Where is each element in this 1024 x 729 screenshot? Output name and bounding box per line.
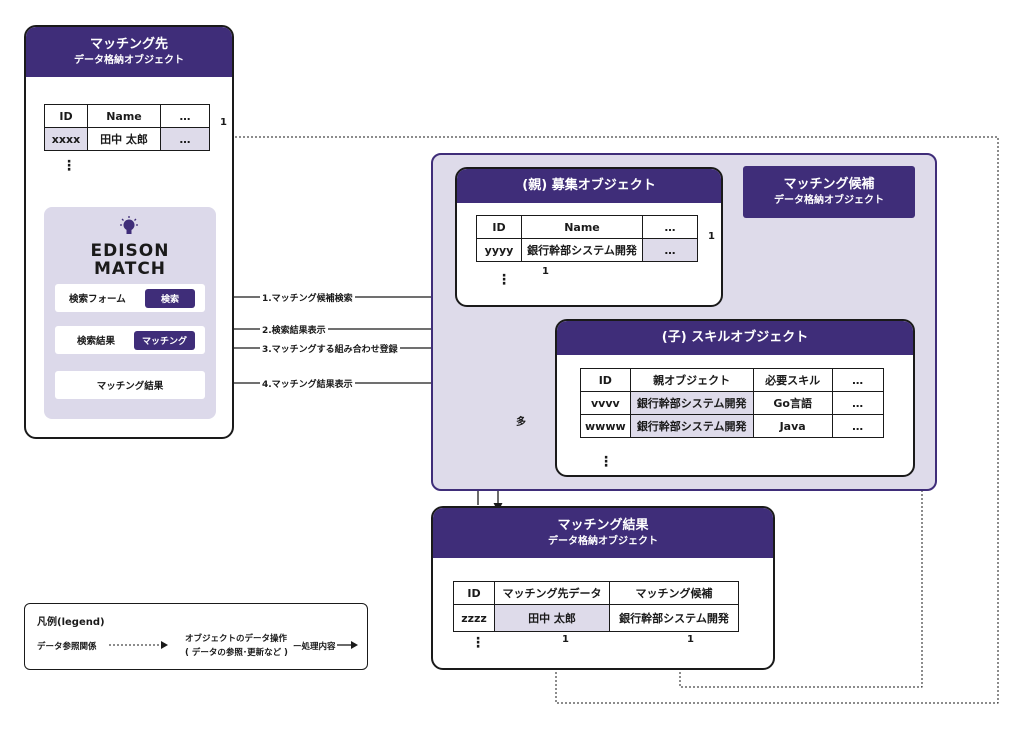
search-button[interactable]: 検索 (144, 288, 195, 308)
lightbulb-icon (118, 215, 140, 237)
table-header: マッチング先データ (494, 581, 610, 605)
recruit-object-table: ID Name … yyyy 銀行幹部システム開発 … (476, 215, 698, 262)
cardinality-one: 1 (562, 634, 569, 645)
table-cell: … (160, 127, 210, 151)
ref-line-target (214, 133, 999, 704)
table-cell: yyyy (476, 238, 522, 262)
logo-line1: EDISON (90, 241, 170, 261)
more-rows-indicator: ⋮ (62, 158, 76, 174)
candidate-group-subtitle: データ格納オブジェクト (774, 195, 884, 207)
arrow-4-label: 4.マッチング結果表示 (260, 377, 355, 390)
legend-data-ref: データ参照関係 (37, 642, 97, 652)
table-header: ID (580, 368, 631, 392)
search-form[interactable]: 検索フォーム 検索 (55, 284, 205, 312)
table-header: Name (521, 215, 643, 239)
table-cell: vvvv (580, 391, 631, 415)
skill-object-header: (子) スキルオブジェクト (557, 321, 913, 355)
table-cell: Java (752, 414, 833, 438)
table-header: 必要スキル (752, 368, 833, 392)
table-cell: 田中 太郎 (87, 127, 161, 151)
table-cell: wwww (580, 414, 631, 438)
arrow-2-label: 2.検索結果表示 (260, 323, 328, 336)
legend-box: 凡例(legend) データ参照関係 オブジェクトのデータ操作 ( データの参照… (24, 603, 368, 670)
recruit-object-card: (親) 募集オブジェクト ID Name … yyyy 銀行幹部システム開発 …… (455, 167, 723, 307)
legend-solid-arrow (337, 641, 358, 649)
table-header: Name (87, 104, 161, 128)
table-header: ID (476, 215, 522, 239)
matching-result-title: マッチング結果 (557, 518, 649, 534)
more-rows-indicator: ⋮ (497, 272, 511, 288)
app-panel: EDISON MATCH 検索フォーム 検索 検索結果 マッチング マッチング結… (44, 207, 216, 419)
skill-object-table: ID 親オブジェクト 必要スキル … vvvv 銀行幹部システム開発 Go言語 … (580, 368, 884, 438)
table-header: マッチング候補 (609, 581, 739, 605)
legend-dotted-arrow (109, 641, 168, 649)
matching-result-label: マッチング結果 (96, 381, 164, 392)
table-cell: zzzz (453, 604, 495, 632)
table-cell: 銀行幹部システム開発 (609, 604, 739, 632)
matching-target-subtitle: データ格納オブジェクト (74, 55, 184, 67)
legend-title: 凡例(legend) (37, 617, 105, 628)
cardinality-many: 多 (516, 417, 526, 428)
cardinality-one: 1 (542, 266, 549, 277)
cardinality-one: 1 (708, 231, 715, 242)
table-cell: 田中 太郎 (494, 604, 610, 632)
legend-op-line2: ( データの参照･更新など ) (185, 648, 288, 658)
table-header: ID (44, 104, 88, 128)
more-rows-indicator: ⋮ (471, 635, 485, 651)
matching-result-subtitle: データ格納オブジェクト (548, 536, 658, 548)
matching-button[interactable]: マッチング (133, 330, 195, 350)
matching-target-card: マッチング先 データ格納オブジェクト ID Name … xxxx 田中 太郎 … (24, 25, 234, 439)
recruit-object-header: (親) 募集オブジェクト (457, 169, 721, 203)
matching-target-title: マッチング先 (89, 37, 168, 53)
candidate-group-header: マッチング候補 データ格納オブジェクト (743, 166, 915, 218)
matching-result-table: ID マッチング先データ マッチング候補 zzzz 田中 太郎 銀行幹部システム… (453, 581, 739, 632)
arrow-1-label: 1.マッチング候補検索 (260, 291, 355, 304)
logo-line2: MATCH (93, 259, 167, 279)
matching-result-card: マッチング結果 データ格納オブジェクト ID マッチング先データ マッチング候補… (431, 506, 775, 670)
cardinality-one: 1 (687, 634, 694, 645)
table-cell: 銀行幹部システム開発 (629, 391, 754, 415)
table-cell: … (642, 238, 698, 262)
skill-object-card: (子) スキルオブジェクト ID 親オブジェクト 必要スキル … vvvv 銀行… (555, 319, 915, 477)
table-header: … (642, 215, 698, 239)
search-form-label: 検索フォーム (69, 294, 126, 305)
ref-line-recruit (679, 245, 923, 688)
table-header: … (160, 104, 210, 128)
more-rows-indicator: ⋮ (599, 454, 613, 470)
legend-process: ー処理内容 (293, 642, 336, 652)
search-result[interactable]: 検索結果 マッチング (55, 326, 205, 354)
matching-target-header: マッチング先 データ格納オブジェクト (26, 27, 232, 77)
cardinality-one: 1 (220, 117, 227, 128)
recruit-object-title: (親) 募集オブジェクト (522, 178, 656, 194)
table-cell: Go言語 (752, 391, 833, 415)
matching-target-table: ID Name … xxxx 田中 太郎 … (44, 104, 210, 151)
skill-object-title: (子) スキルオブジェクト (661, 330, 809, 346)
table-cell: 銀行幹部システム開発 (629, 414, 754, 438)
candidate-group-title: マッチング候補 (783, 177, 875, 193)
arrow-3-label: 3.マッチングする組み合わせ登録 (260, 342, 400, 355)
matching-result-header: マッチング結果 データ格納オブジェクト (433, 508, 773, 558)
legend-op-line1: オブジェクトのデータ操作 (185, 634, 288, 644)
table-header: 親オブジェクト (629, 368, 754, 392)
table-header: ID (453, 581, 495, 605)
table-cell: 銀行幹部システム開発 (521, 238, 643, 262)
matching-result-panel[interactable]: マッチング結果 (55, 371, 205, 399)
search-result-label: 検索結果 (77, 336, 116, 347)
table-header: … (831, 368, 884, 392)
table-cell: … (831, 414, 884, 438)
table-cell: … (831, 391, 884, 415)
table-cell: xxxx (44, 127, 88, 151)
